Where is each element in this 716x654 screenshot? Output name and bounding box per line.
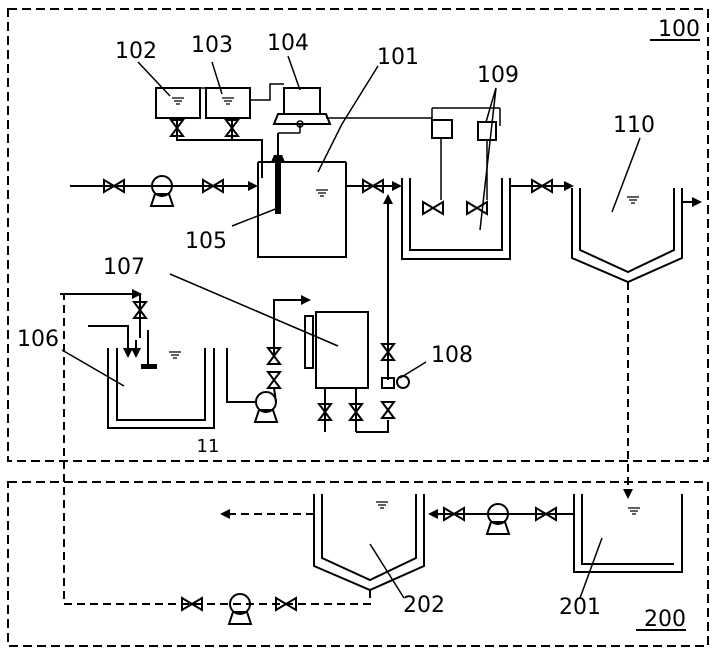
label-11: 11 xyxy=(197,436,220,457)
sludge-water-level xyxy=(375,501,389,509)
probe xyxy=(275,162,281,214)
sludge-tank xyxy=(313,494,425,592)
filter-unit xyxy=(304,311,369,389)
mixing-tank xyxy=(401,178,511,260)
label-107: 107 xyxy=(103,255,145,280)
settling-tank xyxy=(571,188,683,284)
label-103: 103 xyxy=(191,33,233,58)
leader-lines xyxy=(61,55,641,599)
receiving-water-level xyxy=(627,507,641,515)
storage-water-level xyxy=(168,351,182,359)
dosing-tanks xyxy=(155,87,251,119)
mixer-2 xyxy=(466,201,488,215)
return-pump xyxy=(228,593,252,625)
label-104: 104 xyxy=(267,31,309,56)
feed-pump xyxy=(150,175,174,207)
mixer-drive-1 xyxy=(431,119,453,139)
system-boundary-100 xyxy=(7,8,709,462)
dosing-b-level xyxy=(221,97,235,105)
label-109: 109 xyxy=(477,63,519,88)
receiving-tank xyxy=(573,494,683,573)
storage-tank xyxy=(107,348,215,429)
label-108: 108 xyxy=(431,343,473,368)
transfer-pump xyxy=(486,503,510,535)
label-101: 101 xyxy=(377,45,419,70)
dosing-a-level xyxy=(171,97,185,105)
subsystem-label: 200 xyxy=(644,607,686,632)
mixer-1 xyxy=(422,201,444,215)
controller xyxy=(272,87,332,125)
filter-inlet-valve-2 xyxy=(267,371,281,389)
mixer-drive-2 xyxy=(477,121,497,141)
settling-water-level xyxy=(626,196,640,204)
reactor-water-level xyxy=(315,189,329,197)
subsystem-boundary-200 xyxy=(7,481,709,647)
system-label: 100 xyxy=(658,17,700,42)
label-105: 105 xyxy=(185,229,227,254)
label-102: 102 xyxy=(115,39,157,64)
reactor-tank xyxy=(257,161,347,258)
label-201: 201 xyxy=(559,595,601,620)
label-106: 106 xyxy=(17,327,59,352)
flow-meter xyxy=(381,377,395,389)
flow-valve-lower xyxy=(381,401,395,419)
label-202: 202 xyxy=(403,593,445,618)
label-110: 110 xyxy=(613,113,655,138)
storage-pump xyxy=(254,391,278,423)
